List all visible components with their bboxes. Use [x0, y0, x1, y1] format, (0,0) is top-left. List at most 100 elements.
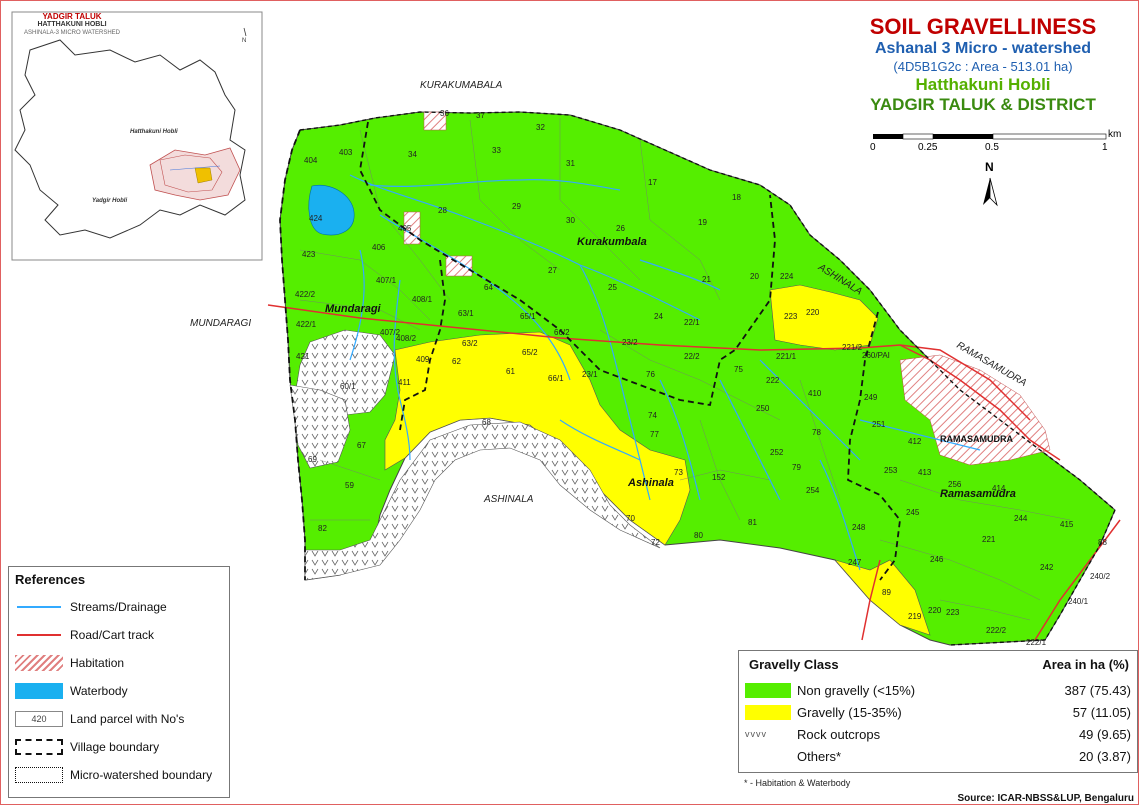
parcel-number: 28 [438, 206, 447, 215]
parcel-number: 67 [357, 441, 366, 450]
inset-title: YADGIR TALUK HATTHAKUNI HOBLI ASHINALA-3… [12, 13, 132, 37]
inset-map: Hatthakuni Hobli Yadgir Hobli N [11, 11, 263, 261]
taluk-name: YADGIR TALUK & DISTRICT [870, 95, 1096, 114]
parcel-number: 74 [648, 411, 657, 420]
scale-tick-0: 0 [870, 142, 876, 153]
parcel-number: 88 [1098, 538, 1107, 547]
parcel-number: 403 [339, 148, 353, 157]
parcel-number: 409 [416, 355, 430, 364]
parcel-number: 249 [864, 393, 878, 402]
legend-item-watershed-boundary: Micro-watershed boundary [15, 765, 212, 785]
parcel-number: 408/1 [412, 295, 433, 304]
stream-line-icon [15, 599, 63, 615]
title-block: SOIL GRAVELLINESS Ashanal 3 Micro - wate… [833, 14, 1133, 115]
village-ashinala: Ashinala [628, 477, 674, 489]
parcel-number: 27 [548, 266, 557, 275]
legend-label: Streams/Drainage [70, 600, 167, 614]
legend-label: Waterbody [70, 684, 128, 698]
parcel-number: 34 [408, 150, 417, 159]
parcel-number: 66/1 [548, 374, 564, 383]
parcel-number: 250 [756, 404, 770, 413]
parcel-number: 224 [780, 272, 794, 281]
parcel-number: 415 [1060, 520, 1074, 529]
rock-pattern-icon: vvvv [745, 729, 767, 739]
parcel-number: 221/1 [776, 352, 797, 361]
row-gravelly: Gravelly (15-35%) 57 (11.05) [745, 703, 1131, 723]
village-ramasamudra: Ramasamudra [940, 488, 1016, 500]
parcel-number: 152 [712, 473, 726, 482]
parcel-number: 413 [918, 468, 932, 477]
parcel-number: 69 [308, 455, 317, 464]
parcel-number: 32 [536, 123, 545, 132]
parcel-number: 75 [734, 365, 743, 374]
row-others: Others* 20 (3.87) [745, 747, 1131, 767]
parcel-number: 221/2 [842, 343, 863, 352]
north-arrow-icon [983, 177, 998, 207]
row-area: 387 (75.43) [1064, 683, 1132, 698]
parcel-number: 72 [651, 538, 660, 547]
parcel-number: 89 [882, 588, 891, 597]
row-label: Rock outcrops [797, 727, 881, 742]
label-kurakumabala-outside: KURAKUMABALA [420, 80, 503, 91]
parcel-number: 253 [884, 466, 898, 475]
parcel-number: 222 [766, 376, 780, 385]
parcel-number: 223 [946, 608, 960, 617]
legend-label: Land parcel with No's [70, 712, 185, 726]
parcel-number: 62 [452, 357, 461, 366]
dotted-box-icon [15, 767, 63, 783]
label-ashinala-south: ASHINALA [484, 494, 534, 505]
parcel-number: 80 [694, 531, 703, 540]
parcel-number: 404 [304, 156, 318, 165]
legend-item-waterbody: Waterbody [15, 681, 128, 701]
legend-label: Road/Cart track [70, 628, 155, 642]
parcel-number: 248 [852, 523, 866, 532]
parcel-number: 240/1 [1068, 597, 1089, 606]
label-mundaragi-outside: MUNDARAGI [190, 318, 252, 329]
scale-tick-025: 0.25 [918, 142, 938, 153]
road-line-icon [15, 627, 63, 643]
watershed-map [267, 111, 1121, 646]
header-area: Area in ha (%) [1042, 657, 1129, 672]
map-title: SOIL GRAVELLINESS [869, 14, 1097, 39]
inset-label-hatthakuni: Hatthakuni Hobli [130, 129, 178, 135]
parcel-number: 21 [702, 275, 711, 284]
watershed-name: Ashanal 3 Micro - watershed [874, 40, 1092, 57]
swatch-non-gravelly [745, 683, 791, 698]
parcel-number: 77 [650, 430, 659, 439]
parcel-number: 242 [1040, 563, 1054, 572]
parcel-number: 256 [948, 480, 962, 489]
parcel-number: 22/1 [684, 318, 700, 327]
village-mundaragi: Mundaragi [325, 303, 381, 315]
inset-title-watershed: ASHINALA-3 MICRO WATERSHED [23, 30, 120, 36]
habitation-ramasamudra: RAMASAMUDRA [940, 434, 1013, 444]
inset-north-label: N [242, 38, 246, 44]
parcel-number: 406 [372, 243, 386, 252]
source-credit: Source: ICAR-NBSS&LUP, Bengaluru [957, 793, 1134, 804]
parcel-number: 223 [784, 312, 798, 321]
parcel-number: 61 [506, 367, 515, 376]
parcel-number: 82 [318, 524, 327, 533]
parcel-number: 23/2 [622, 338, 638, 347]
legend-item-streams: Streams/Drainage [15, 597, 167, 617]
parcel-number: 22/2 [684, 352, 700, 361]
hobli-name: Hatthakuni Hobli [915, 75, 1051, 94]
parcel-number: 79 [792, 463, 801, 472]
inset-label-yadgir: Yadgir Hobli [92, 198, 127, 204]
parcel-number: 60/1 [340, 382, 356, 391]
inset-north-arrow-icon [243, 27, 247, 37]
parcel-number: 19 [698, 218, 707, 227]
inset-title-hobli: HATTHAKUNI HOBLI [37, 21, 107, 28]
parcel-number: 66/2 [554, 328, 570, 337]
parcel-number: 65/1 [520, 312, 536, 321]
parcel-number: 421 [296, 352, 310, 361]
hatch-icon [15, 655, 63, 671]
row-rock-outcrops: vvvv Rock outcrops 49 (9.65) [745, 725, 1131, 745]
parcel-number: 411 [398, 378, 411, 387]
scale-bar [873, 133, 1107, 140]
inset-title-taluk: YADGIR TALUK [42, 12, 102, 21]
parcel-number: 424 [309, 214, 323, 223]
legend-label: Village boundary [70, 740, 160, 754]
parcel-number: 244 [1014, 514, 1028, 523]
gravelly-class-table: Gravelly Class Area in ha (%) Non gravel… [738, 650, 1138, 804]
parcel-number: 422/2 [295, 290, 316, 299]
